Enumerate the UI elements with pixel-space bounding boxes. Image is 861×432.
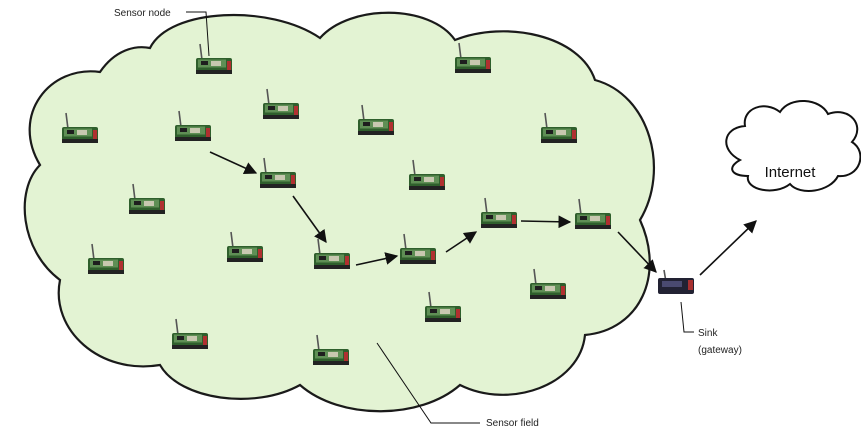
route-arrow xyxy=(520,215,572,229)
sink-gateway-icon xyxy=(658,269,694,294)
route-arrow xyxy=(209,151,258,175)
route-arrow xyxy=(445,231,478,253)
route-arrow xyxy=(292,195,327,244)
sensor-field-callout-line xyxy=(376,342,480,424)
route-arrow xyxy=(617,231,657,273)
sink-label: Sink xyxy=(698,328,718,339)
internet-label: Internet xyxy=(765,164,817,181)
sensor-node-callout-line xyxy=(186,11,210,57)
sensor-node-label: Sensor node xyxy=(114,8,171,19)
sink-sublabel: (gateway) xyxy=(698,345,742,356)
sink-callout-line xyxy=(680,301,694,333)
routing-path xyxy=(209,151,757,276)
sensor-field-cloud xyxy=(23,11,655,413)
route-arrow xyxy=(699,220,757,276)
sensor-field-label: Sensor field xyxy=(486,418,539,429)
internet-cloud xyxy=(725,99,861,192)
route-arrow xyxy=(355,252,399,266)
